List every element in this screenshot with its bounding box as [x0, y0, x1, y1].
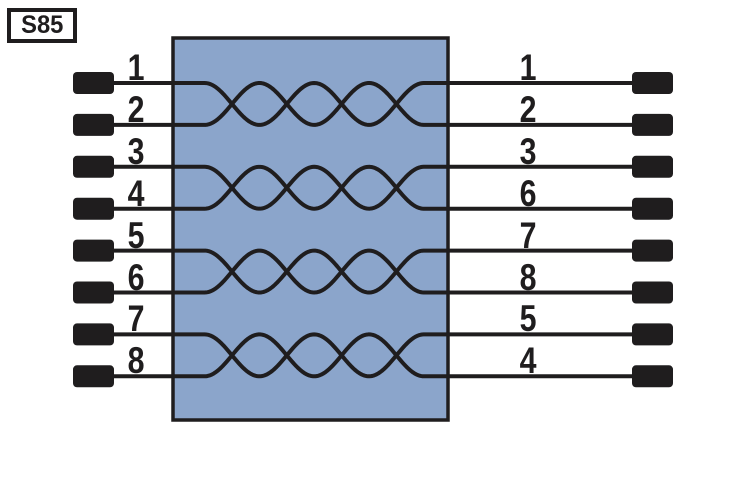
right-pin-row-6: [632, 281, 673, 304]
left-pin-row-1: [73, 72, 114, 94]
left-pin-row-5: [73, 239, 114, 262]
wire-row-2: [100, 81, 645, 127]
left-pin-row-7: [73, 323, 114, 346]
right-pin-label-6: 8: [519, 256, 537, 298]
right-pin-row-8: [632, 365, 673, 388]
right-pin-label-5: 7: [519, 214, 537, 256]
left-pin-label-6: 6: [127, 256, 145, 298]
left-pin-label-7: 7: [127, 298, 145, 340]
twisted-pair-2: [100, 164, 645, 211]
right-pin-label-1: 1: [519, 47, 537, 88]
left-pin-label-2: 2: [127, 88, 145, 130]
wire-row-6: [100, 248, 645, 295]
right-pin-label-3: 3: [519, 130, 537, 172]
right-pin-label-4: 6: [519, 172, 537, 214]
wire-row-1: [100, 81, 645, 127]
right-pin-row-2: [632, 113, 673, 136]
right-pin-row-4: [632, 197, 673, 220]
splice-box: [171, 36, 450, 422]
left-pin-label-8: 8: [127, 340, 145, 382]
left-pin-row-2: [73, 113, 114, 136]
wire-row-5: [100, 248, 645, 295]
right-pin-row-3: [632, 155, 673, 178]
wire-row-8: [100, 332, 645, 379]
left-pin-label-5: 5: [127, 214, 145, 256]
twisted-pair-1: [100, 81, 645, 127]
right-pin-row-5: [632, 239, 673, 262]
connector-id-label: S85: [7, 8, 77, 43]
right-pin-row-1: [632, 72, 673, 94]
left-pin-label-4: 4: [127, 172, 145, 214]
twisted-pair-3: [100, 248, 645, 295]
connector-id-text: S85: [20, 11, 64, 39]
left-pin-row-4: [73, 197, 114, 220]
right-pin-row-7: [632, 323, 673, 346]
left-pin-row-3: [73, 155, 114, 178]
twisted-pair-4: [100, 332, 645, 379]
right-pin-label-7: 5: [519, 298, 537, 340]
left-pin-row-8: [73, 365, 114, 388]
left-pin-label-1: 1: [127, 47, 145, 88]
wire-row-4: [100, 164, 645, 211]
wire-row-3: [100, 164, 645, 211]
wire-row-7: [100, 332, 645, 379]
right-pin-label-2: 2: [519, 88, 537, 130]
left-pin-row-6: [73, 281, 114, 304]
left-pin-label-3: 3: [127, 130, 145, 172]
right-pin-label-8: 4: [519, 340, 537, 382]
